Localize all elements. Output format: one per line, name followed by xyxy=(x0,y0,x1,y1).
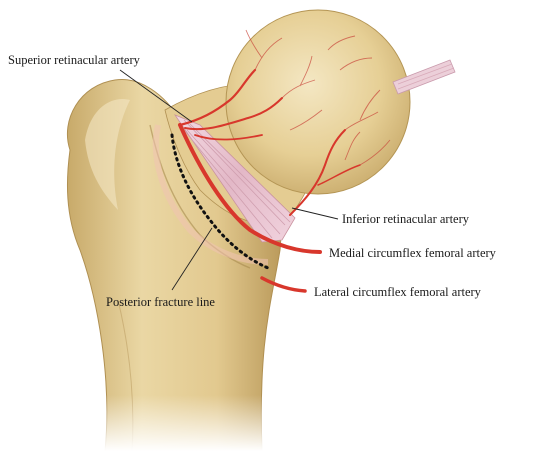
label-medial-circumflex-femoral-artery: Medial circumflex femoral artery xyxy=(329,246,497,260)
label-inferior-retinacular-artery: Inferior retinacular artery xyxy=(342,212,470,226)
femur-bone xyxy=(67,10,410,451)
femoral-head xyxy=(226,10,410,194)
label-posterior-fracture-line: Posterior fracture line xyxy=(106,295,215,309)
shaft-fade xyxy=(90,395,280,451)
label-superior-retinacular-artery: Superior retinacular artery xyxy=(8,53,141,67)
label-lateral-circumflex-femoral-artery: Lateral circumflex femoral artery xyxy=(314,285,482,299)
leader-inferior-retinacular xyxy=(292,208,338,219)
